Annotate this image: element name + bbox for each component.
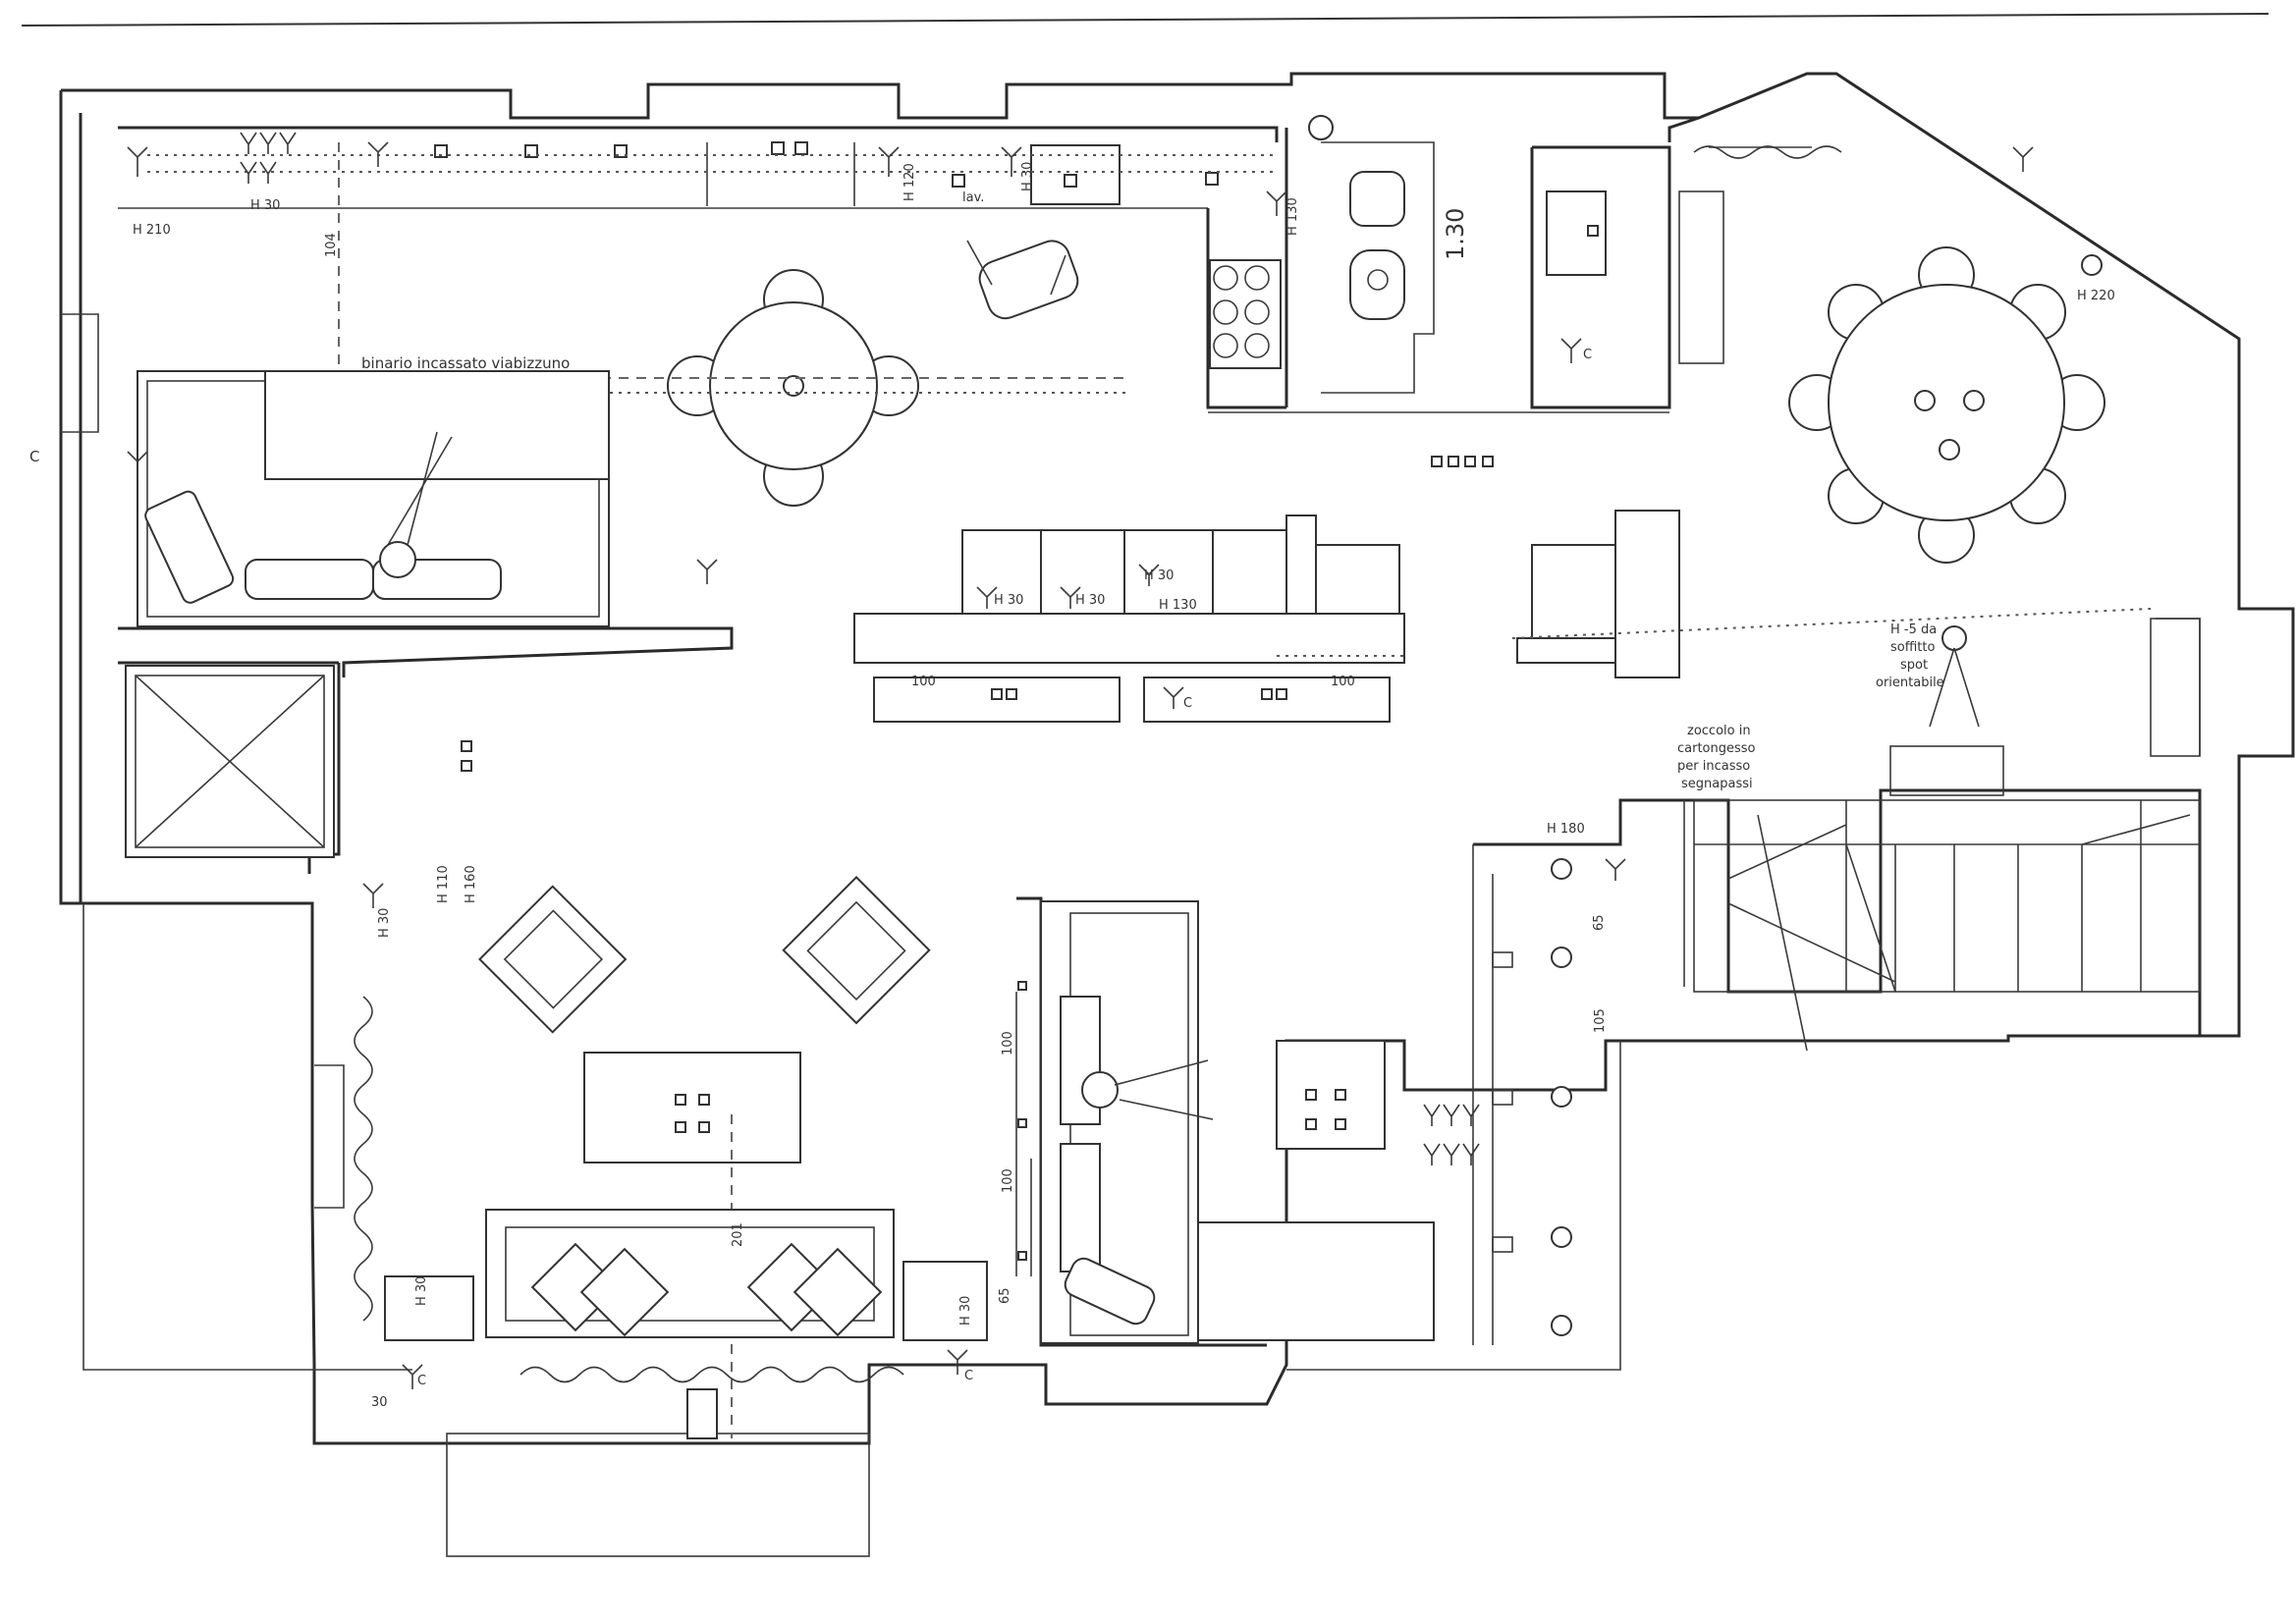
dining-table-left <box>265 269 1129 507</box>
wine-glasses-icon <box>240 132 1480 1165</box>
bathroom-fixtures <box>1308 115 1607 320</box>
staircase <box>1693 745 2201 1052</box>
h30-label-left: H 30 <box>377 908 392 938</box>
n65-label-sofa: 65 <box>998 1287 1012 1304</box>
h220-label: H 220 <box>2077 289 2115 303</box>
c-label-island: C <box>1183 696 1192 711</box>
spot-note-2: soffitto <box>1890 640 1935 655</box>
h130-label-island: H 130 <box>1159 598 1197 613</box>
dim-130-label: 1.30 <box>1442 208 1469 260</box>
margin-mark: C <box>29 448 39 465</box>
elevator-shaft <box>125 665 335 858</box>
living-armchairs <box>478 876 931 1034</box>
h30-label-island-3: H 30 <box>1144 568 1174 583</box>
annotations: binario incassato viabizzuno lav. 1.30 H… <box>29 162 2115 1410</box>
sofa-right <box>1015 900 1435 1344</box>
kitchen-island <box>853 510 2152 723</box>
dining-table-right <box>1788 246 2201 757</box>
spot-note-3: spot <box>1900 658 1928 673</box>
curtain-top-right <box>1693 145 1842 159</box>
c-label-bottom-mid: C <box>964 1369 973 1383</box>
curtain-left <box>354 996 373 1322</box>
sheet-top-rule <box>21 13 2269 27</box>
h160-label: H 160 <box>464 865 478 903</box>
c-label-bath: C <box>1583 348 1592 362</box>
h30-label-island-2: H 30 <box>1075 593 1105 608</box>
h180-label: H 180 <box>1547 822 1585 837</box>
n100-label-island-1: 100 <box>911 675 936 689</box>
h30-label-bottom-mid: H 30 <box>958 1296 973 1326</box>
h120-label: H 120 <box>902 163 917 201</box>
n105-label: 105 <box>1593 1008 1608 1033</box>
lav-label: lav. <box>962 190 984 205</box>
h30-label-lav: H 30 <box>1020 162 1035 191</box>
n100-label-sofa-2: 100 <box>1001 1168 1015 1193</box>
sofa-bottom <box>384 1209 988 1439</box>
spot-note-1: H -5 da <box>1890 623 1937 637</box>
zoccolo-note-1: zoccolo in <box>1687 724 1751 738</box>
n30-label: 30 <box>371 1395 388 1410</box>
spot-note-4: orientabile <box>1876 676 1944 690</box>
h130-label-stove: H 130 <box>1285 197 1300 236</box>
n104-label: 104 <box>324 233 339 257</box>
zoccolo-note-3: per incasso <box>1677 759 1750 774</box>
coffee-table <box>583 1052 801 1438</box>
armchair-person-top <box>966 240 1079 320</box>
h30-label-island-1: H 30 <box>994 593 1023 608</box>
outer-walls <box>59 72 2295 1557</box>
h110-label: H 110 <box>436 865 451 903</box>
h30-label-bottom-left: H 30 <box>414 1276 429 1306</box>
sofa-top-left <box>137 370 610 627</box>
n100-label-sofa-1: 100 <box>1001 1031 1015 1056</box>
kitchen-counter <box>147 141 1282 393</box>
c-label-bottom-left: C <box>417 1374 426 1388</box>
socket-icons <box>127 141 2034 1389</box>
n201-label: 201 <box>731 1222 745 1247</box>
interior-walls <box>118 116 2202 1347</box>
track-label: binario incassato viabizzuno <box>361 354 570 372</box>
h30-label-top: H 30 <box>250 198 280 213</box>
zoccolo-note-2: cartongesso <box>1677 741 1756 756</box>
n100-label-island-2: 100 <box>1331 675 1355 689</box>
zoccolo-note-4: segnapassi <box>1681 777 1753 791</box>
n65-label-right: 65 <box>1592 914 1607 931</box>
cooktop-burners <box>1213 265 1270 358</box>
spots-center <box>461 456 1494 772</box>
side-table <box>1276 1040 1386 1150</box>
wall-lights-right <box>1492 858 1572 1336</box>
h210-label: H 210 <box>133 223 171 238</box>
